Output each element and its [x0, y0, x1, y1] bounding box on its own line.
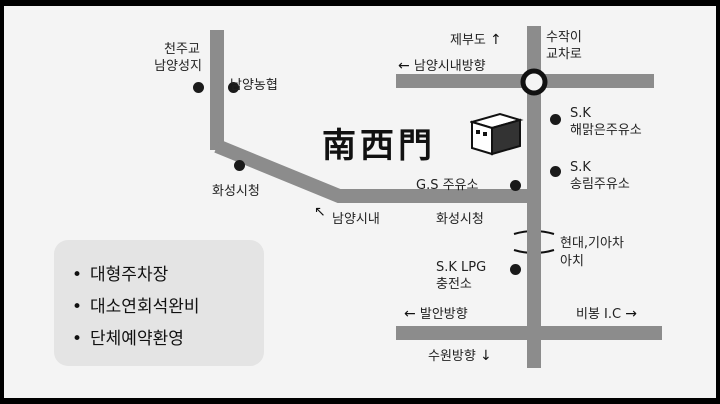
dot-gs-station [510, 180, 521, 191]
dot-hwaseong-sicheong-left [234, 160, 245, 171]
suwon-direction-text: 수원방향 [428, 349, 476, 364]
dot-sk-haemalgeun [550, 114, 561, 125]
amenity-text: 대형주차장 [90, 265, 169, 285]
restaurant-name: 南西門 [322, 126, 436, 166]
label-jebudo: 제부도 ↑ [450, 32, 502, 49]
arrow-namyang-sinae: ↖ [314, 204, 326, 220]
label-sujak: 수작이 [546, 30, 582, 45]
label-namyang-sinae: 남양시내 [332, 212, 380, 227]
label-hyundai-kia-1: 현대,기아차 [560, 236, 624, 251]
balan-direction-text: 발안방향 [419, 307, 468, 322]
label-sk-lpg-1: S.K LPG [436, 260, 487, 275]
namyang-direction-text: 남양시내방향 [413, 59, 486, 74]
restaurant-building-icon [470, 112, 524, 156]
dot-sk-songrim [550, 166, 561, 177]
dot-namyang-seongji [193, 82, 204, 93]
label-sk-songrim-2: 송림주유소 [570, 177, 630, 192]
arrow-left-balan: ← [404, 306, 416, 322]
label-sk-haemalgeun-1: S.K [570, 106, 591, 121]
sujak-intersection-marker [520, 68, 548, 96]
amenity-item: • 대형주차장 [72, 260, 168, 285]
bullet-icon: • [72, 297, 83, 317]
amenity-text: 대소연회석완비 [90, 297, 200, 317]
label-hwaseong-sicheong-left: 화성시청 [212, 184, 260, 199]
map-card: 南西門 천주교 남양성지 남양농협 화성시청 ↖ 남양시내 G.S 주유소 화성… [4, 6, 716, 398]
arrow-right-bibong: → [625, 306, 637, 322]
label-gs-station: G.S 주유소 [416, 178, 479, 193]
arrow-left-namyang: ← [398, 58, 410, 74]
label-sk-lpg-2: 충전소 [436, 277, 472, 292]
label-bibong-ic: 비봉 I.C → [576, 306, 637, 323]
amenity-item: • 대소연회석완비 [72, 292, 200, 317]
amenity-item: • 단체예약환영 [72, 324, 184, 349]
label-suwon-direction: 수원방향 ↓ [428, 348, 492, 365]
label-sk-haemalgeun-2: 해맑은주유소 [570, 123, 642, 138]
road-bottom-horizontal [396, 326, 662, 340]
label-hyundai-kia-2: 아치 [560, 254, 584, 269]
arrow-up-jebudo: ↑ [490, 32, 502, 48]
dot-namyang-nonghyup [228, 82, 239, 93]
jebudo-text: 제부도 [450, 33, 486, 48]
label-sujak-intersection: 교차로 [546, 47, 582, 62]
label-hwaseong-sicheong-right: 화성시청 [436, 212, 484, 227]
label-namyang-direction: ← 남양시내방향 [398, 58, 486, 75]
amenity-text: 단체예약환영 [90, 329, 184, 349]
road-namyang-vertical [210, 30, 224, 150]
bullet-icon: • [72, 329, 83, 349]
label-balan-direction: ← 발안방향 [404, 306, 468, 323]
label-namyang-nonghyup: 남양농협 [230, 78, 278, 93]
dot-sk-lpg [510, 264, 521, 275]
road-main-vertical [527, 26, 541, 368]
label-namyang-seongji: 남양성지 [154, 59, 202, 74]
amenities-box: • 대형주차장 • 대소연회석완비 • 단체예약환영 [54, 240, 264, 366]
label-cheonjugyo: 천주교 [164, 42, 200, 57]
bullet-icon: • [72, 265, 83, 285]
arrow-down-suwon: ↓ [479, 348, 492, 364]
label-sk-songrim-1: S.K [570, 160, 591, 175]
bibong-ic-text: 비봉 I.C [576, 307, 622, 322]
